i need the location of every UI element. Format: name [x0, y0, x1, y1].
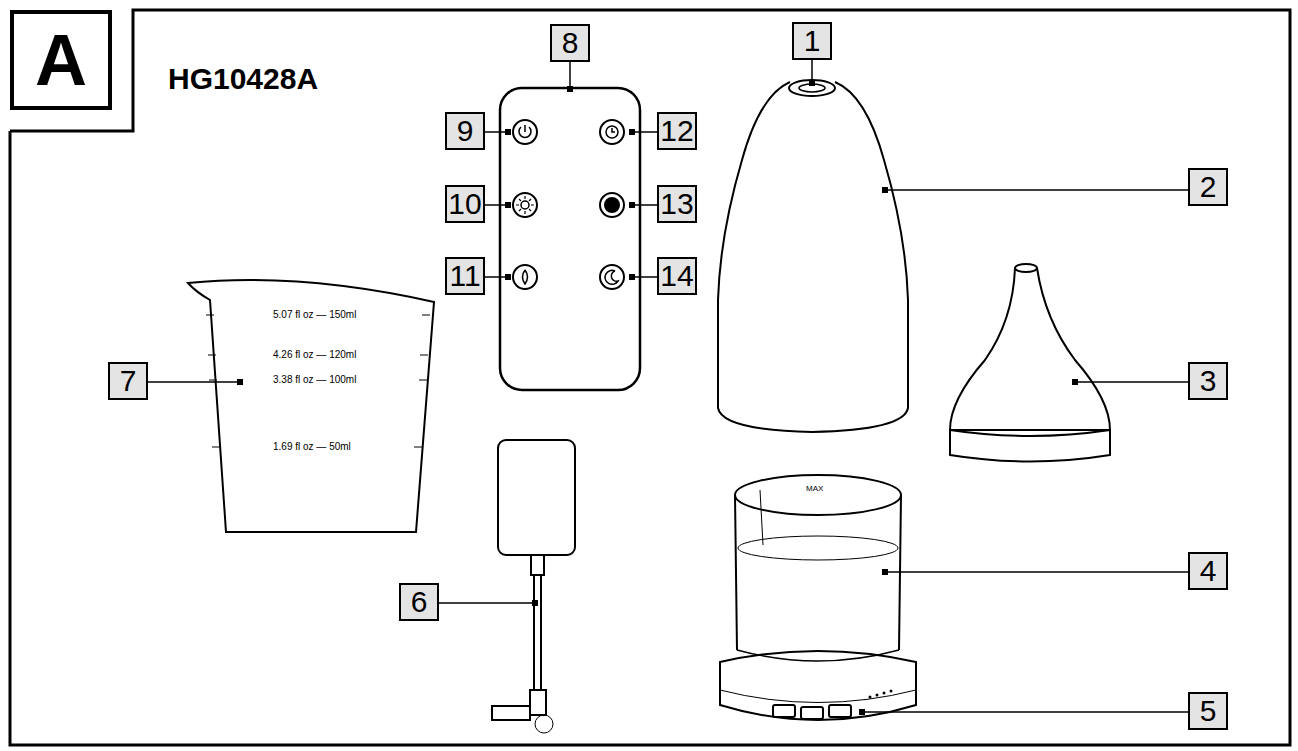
callout-number: 14 [657, 257, 697, 295]
volume-mark: 5.07 fl oz — 150ml [272, 309, 357, 321]
leader-lines [148, 60, 1188, 712]
model-number: HG10428A [168, 62, 318, 96]
callout-number: 13 [657, 185, 697, 223]
measuring-cup [188, 280, 434, 532]
volume-mark: 4.26 fl oz — 120ml [272, 349, 357, 361]
remote-buttons [513, 120, 624, 289]
callout-number: 3 [1188, 362, 1228, 400]
callout-number: 4 [1188, 552, 1228, 590]
callout-number: 1 [792, 22, 832, 60]
callout-number: 10 [445, 185, 485, 223]
callout-number: 5 [1188, 692, 1228, 730]
power-adapter [492, 440, 575, 733]
panel-letter-box: A [10, 10, 112, 110]
callout-number: 2 [1188, 168, 1228, 206]
callout-number: 12 [657, 112, 697, 150]
max-mark: MAX [806, 484, 823, 493]
callout-number: 6 [399, 583, 439, 621]
frame [10, 10, 1290, 745]
remote-control [500, 88, 640, 390]
water-tank-base [720, 475, 916, 720]
volume-mark: 1.69 fl oz — 50ml [272, 441, 352, 453]
large-cover [718, 82, 908, 432]
callout-number: 11 [445, 257, 485, 295]
leader-dots [237, 80, 1078, 715]
volume-mark: 3.38 fl oz — 100ml [272, 374, 357, 386]
mist-outlet [789, 80, 835, 96]
callout-number: 8 [550, 24, 590, 62]
panel-letter: A [35, 24, 87, 96]
small-cover [950, 268, 1110, 430]
callout-number: 9 [445, 112, 485, 150]
callout-number: 7 [108, 362, 148, 400]
